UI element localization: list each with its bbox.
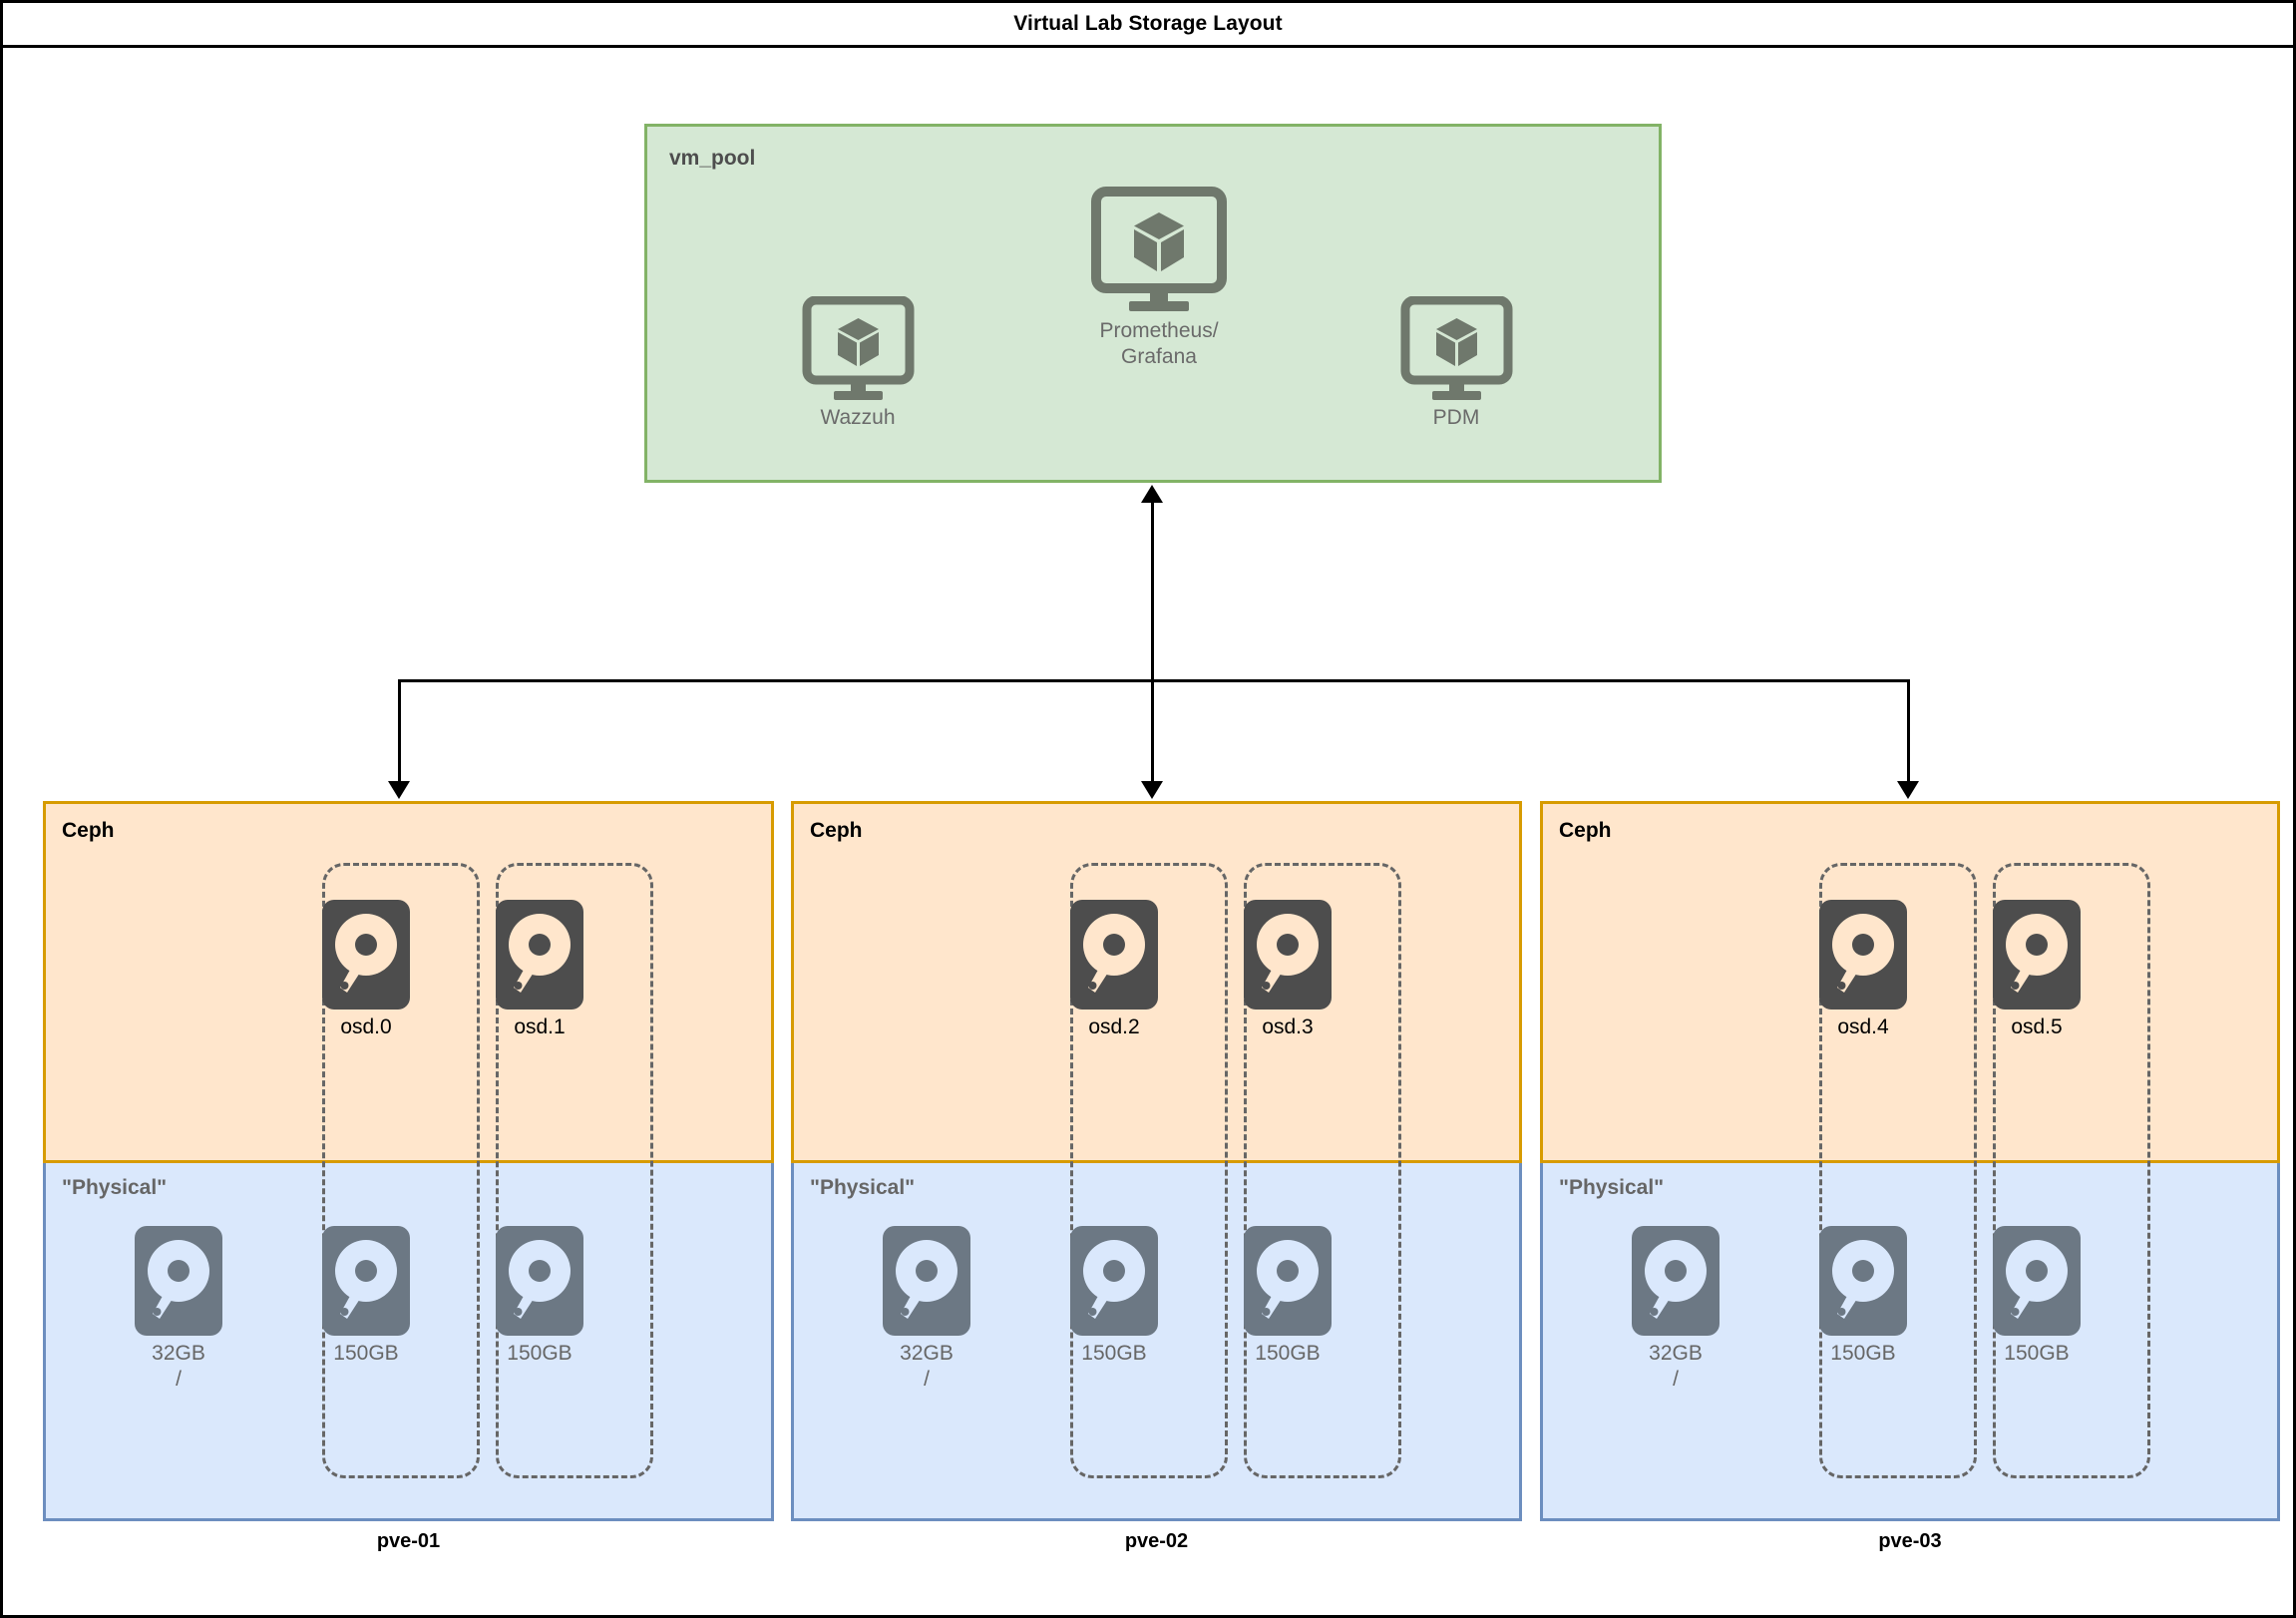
hard-disk-icon — [1213, 900, 1362, 1010]
disk-size-label: 150GB — [333, 1342, 399, 1365]
connector-arrow-up-vmpool — [1141, 485, 1163, 503]
vm-monitor-icon — [1064, 187, 1254, 314]
ceph-label: Ceph — [1559, 819, 1612, 842]
hard-disk-icon — [291, 1226, 441, 1336]
physical-disk[interactable]: 32GB / — [104, 1226, 253, 1392]
vm-label: Prometheus/ Grafana — [1099, 319, 1219, 368]
ceph-section: Ceph osd.4 — [1540, 801, 2280, 1163]
disk-size-label: 32GB — [900, 1342, 954, 1365]
physical-disk[interactable]: 150GB — [1962, 1226, 2111, 1366]
physical-disk[interactable]: 150GB — [465, 1226, 614, 1366]
ceph-section: Ceph osd.2 — [791, 801, 1522, 1163]
vm-node-wazzuh[interactable]: Wazzuh — [763, 296, 953, 431]
vm-label: Wazzuh — [820, 406, 896, 429]
disk-size-label: 32GB — [152, 1342, 205, 1365]
osd-label: osd.3 — [1262, 1015, 1314, 1038]
osd-disk[interactable]: osd.4 — [1788, 900, 1938, 1039]
disk-size-label: 150GB — [1081, 1342, 1147, 1365]
page-title: Virtual Lab Storage Layout — [1013, 12, 1283, 35]
connector-arrow-down-pve-03 — [1897, 781, 1919, 799]
connector-drop-pve-02 — [1151, 679, 1154, 784]
vm-pool-label: vm_pool — [669, 147, 756, 170]
disk-mount-label: / — [176, 1368, 182, 1391]
physical-disk[interactable]: 150GB — [1039, 1226, 1189, 1366]
hard-disk-icon — [104, 1226, 253, 1336]
disk-size-label: 150GB — [2004, 1342, 2070, 1365]
vm-label: PDM — [1432, 406, 1480, 429]
connector-drop-pve-01 — [398, 679, 401, 784]
disk-size-label: 150GB — [507, 1342, 573, 1365]
physical-disk[interactable]: 150GB — [1213, 1226, 1362, 1366]
hard-disk-icon — [1962, 900, 2111, 1010]
window-title-bar: Virtual Lab Storage Layout — [3, 3, 2293, 48]
osd-disk[interactable]: osd.2 — [1039, 900, 1189, 1039]
physical-disk[interactable]: 32GB / — [1601, 1226, 1750, 1392]
vm-pool-container: vm_pool Wazzuh — [644, 124, 1662, 483]
ceph-section: Ceph osd.0 — [43, 801, 774, 1163]
physical-disk[interactable]: 150GB — [1788, 1226, 1938, 1366]
hard-disk-icon — [1788, 900, 1938, 1010]
physical-label: "Physical" — [1559, 1176, 1665, 1199]
node-pve-02: Ceph osd.2 — [791, 801, 1522, 1521]
hard-disk-icon — [1039, 900, 1189, 1010]
disk-size-label: 150GB — [1255, 1342, 1321, 1365]
osd-label: osd.2 — [1088, 1015, 1140, 1038]
connector-arrow-down-pve-02 — [1141, 781, 1163, 799]
vm-node-pdm[interactable]: PDM — [1361, 296, 1551, 431]
node-pve-03: Ceph osd.4 — [1540, 801, 2280, 1521]
physical-label: "Physical" — [810, 1176, 916, 1199]
physical-label: "Physical" — [62, 1176, 168, 1199]
osd-disk[interactable]: osd.1 — [465, 900, 614, 1039]
hard-disk-icon — [1213, 1226, 1362, 1336]
hard-disk-icon — [852, 1226, 1001, 1336]
vm-monitor-icon — [1361, 296, 1551, 401]
physical-disk[interactable]: 150GB — [291, 1226, 441, 1366]
hard-disk-icon — [291, 900, 441, 1010]
node-name-label: pve-02 — [1124, 1530, 1189, 1552]
connector-drop-pve-03 — [1907, 679, 1910, 784]
disk-mount-label: / — [924, 1368, 930, 1391]
connector-trunk-vertical — [1151, 502, 1154, 681]
vm-node-prometheus-grafana[interactable]: Prometheus/ Grafana — [1064, 187, 1254, 369]
hard-disk-icon — [465, 900, 614, 1010]
hard-disk-icon — [465, 1226, 614, 1336]
node-name-label: pve-01 — [376, 1530, 441, 1552]
node-name-label: pve-03 — [1878, 1530, 1942, 1552]
disk-size-label: 150GB — [1830, 1342, 1896, 1365]
osd-label: osd.4 — [1837, 1015, 1889, 1038]
ceph-label: Ceph — [62, 819, 115, 842]
physical-section: "Physical" 32GB / — [43, 1163, 774, 1521]
vm-monitor-icon — [763, 296, 953, 401]
osd-disk[interactable]: osd.3 — [1213, 900, 1362, 1039]
physical-section: "Physical" 32GB / — [791, 1163, 1522, 1521]
connector-bus-horizontal — [398, 679, 1910, 682]
connector-arrow-down-pve-01 — [388, 781, 410, 799]
node-pve-01: Ceph osd.0 — [43, 801, 774, 1521]
ceph-label: Ceph — [810, 819, 863, 842]
hard-disk-icon — [1039, 1226, 1189, 1336]
hard-disk-icon — [1788, 1226, 1938, 1336]
hard-disk-icon — [1601, 1226, 1750, 1336]
osd-disk[interactable]: osd.5 — [1962, 900, 2111, 1039]
osd-label: osd.5 — [2011, 1015, 2063, 1038]
hard-disk-icon — [1962, 1226, 2111, 1336]
osd-disk[interactable]: osd.0 — [291, 900, 441, 1039]
physical-section: "Physical" 32GB / — [1540, 1163, 2280, 1521]
physical-disk[interactable]: 32GB / — [852, 1226, 1001, 1392]
disk-mount-label: / — [1673, 1368, 1679, 1391]
osd-label: osd.1 — [514, 1015, 566, 1038]
osd-label: osd.0 — [340, 1015, 392, 1038]
disk-size-label: 32GB — [1649, 1342, 1703, 1365]
